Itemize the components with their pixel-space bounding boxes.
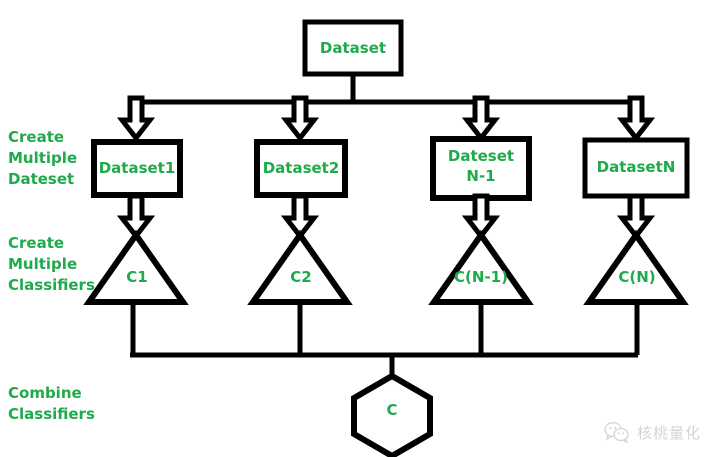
datasetN-box (582, 137, 690, 199)
stage-label-create-multiple-dateset: Create Multiple Dateset (8, 128, 78, 188)
stage-label-create-multiple-classifiers: Create Multiple Classifiers (8, 234, 95, 294)
wechat-icon (604, 422, 629, 443)
c-n-1-triangle (428, 229, 534, 305)
dataset2-box (254, 139, 348, 198)
watermark-text: 核桃量化 (636, 423, 701, 442)
dataset-n-1-box (430, 136, 532, 201)
stage-label-combine-classifiers: Combine Classifiers (8, 384, 95, 423)
c-n-triangle (583, 229, 689, 305)
c2-triangle (247, 229, 353, 305)
combiner-hexagon (351, 372, 433, 457)
dataset-box (302, 19, 404, 77)
watermark: 核桃量化 (604, 421, 701, 443)
c1-triangle (83, 229, 189, 305)
dataset1-box (91, 139, 183, 198)
